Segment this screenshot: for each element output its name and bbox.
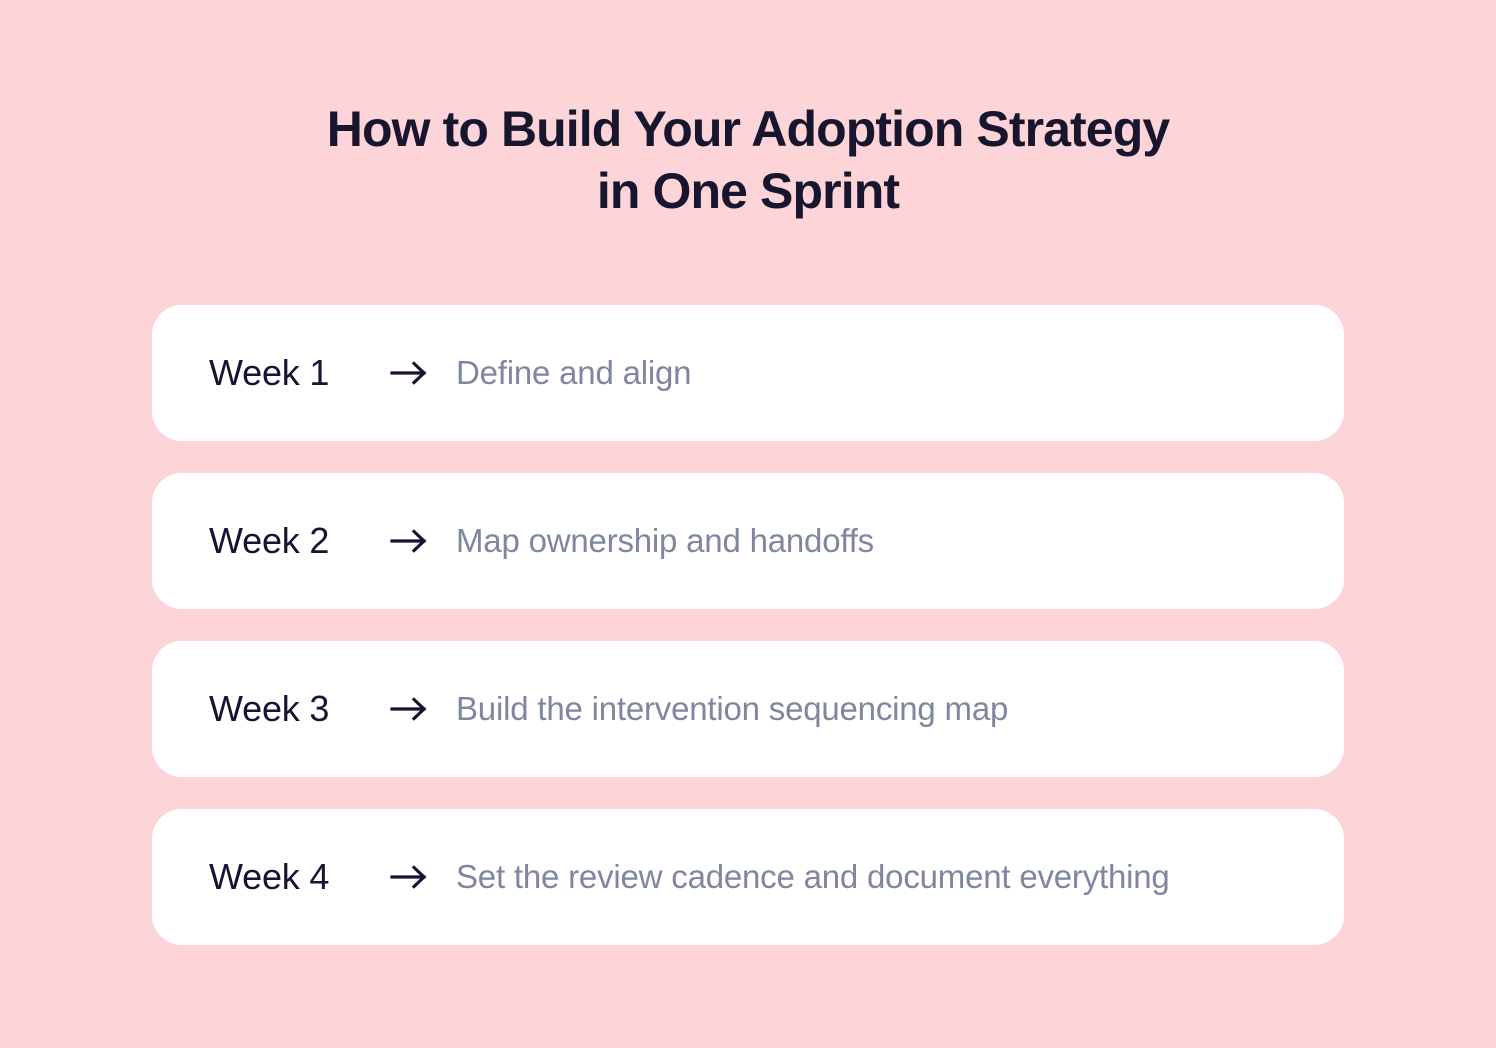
week-description-1: Define and align (456, 354, 692, 391)
arrow-right-icon (390, 864, 456, 890)
week-description-2: Map ownership and handoffs (456, 522, 874, 559)
week-card-2: Week 2 Map ownership and handoffs (152, 473, 1344, 609)
page-title-line-1: How to Build Your Adoption Strategy (326, 101, 1170, 157)
week-card-4: Week 4 Set the review cadence and docume… (152, 809, 1344, 945)
arrow-right-icon (390, 696, 456, 722)
arrow-right-icon (390, 528, 456, 554)
week-label-2: Week 2 (209, 520, 330, 561)
week-card-list: Week 1 Define and align Week 2 Map owner… (152, 305, 1344, 945)
week-card-1: Week 1 Define and align (152, 305, 1344, 441)
week-description-4: Set the review cadence and document ever… (456, 858, 1170, 895)
page-title-line-2: in One Sprint (596, 163, 900, 219)
arrow-right-icon (390, 360, 456, 386)
week-label-3: Week 3 (209, 688, 330, 729)
week-label-4: Week 4 (209, 856, 330, 897)
page-title: How to Build Your Adoption Strategy in O… (0, 98, 1496, 222)
week-description-3: Build the intervention sequencing map (456, 690, 1009, 727)
week-card-3: Week 3 Build the intervention sequencing… (152, 641, 1344, 777)
week-label-1: Week 1 (209, 352, 330, 393)
